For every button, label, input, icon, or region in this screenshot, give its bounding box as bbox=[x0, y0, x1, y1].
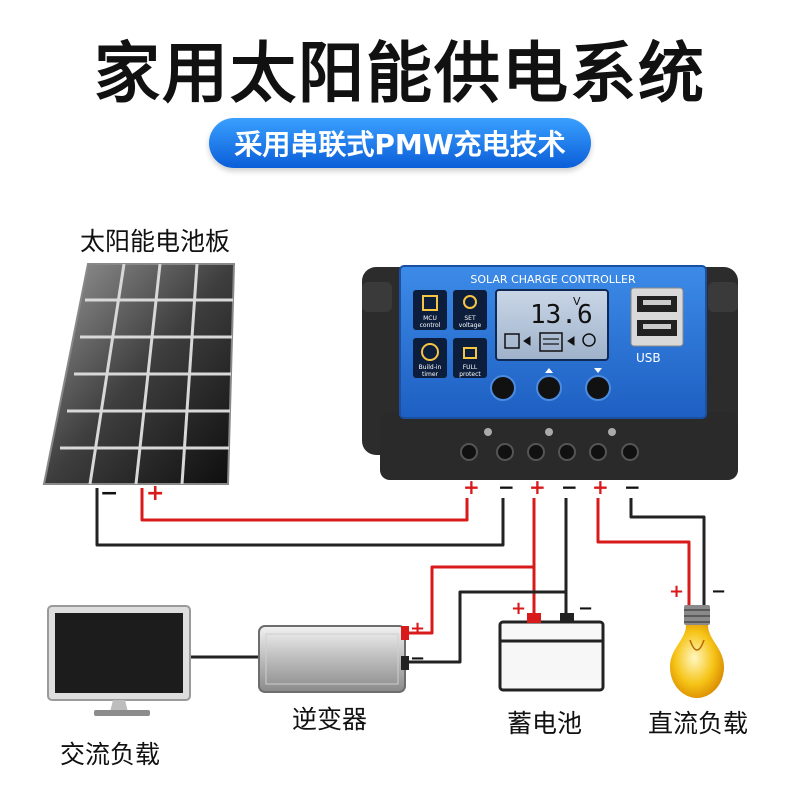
down-button[interactable] bbox=[585, 375, 611, 401]
inverter-label: 逆变器 bbox=[292, 705, 368, 734]
usb-ports bbox=[630, 287, 684, 347]
inverter-positive-wire bbox=[406, 498, 536, 635]
up-button[interactable] bbox=[536, 375, 562, 401]
inverter-negative-wire bbox=[406, 498, 568, 664]
svg-text:FULL: FULL bbox=[463, 364, 478, 371]
mcu-indicator: MCU control bbox=[413, 290, 447, 330]
svg-text:protect: protect bbox=[459, 371, 481, 378]
pv-minus: − bbox=[498, 475, 515, 499]
svg-text:Build-in: Build-in bbox=[419, 364, 442, 371]
dc-load-label: 直流负载 bbox=[648, 709, 749, 738]
solar-panel-label: 太阳能电池板 bbox=[80, 227, 231, 256]
bat-minus: − bbox=[561, 475, 578, 499]
pv-positive-wire bbox=[140, 488, 469, 522]
lcd-value: 13.6 bbox=[530, 300, 593, 330]
ac-load-monitor bbox=[47, 605, 191, 716]
pv-negative-wire bbox=[95, 488, 505, 547]
load-plus: + bbox=[592, 475, 609, 499]
menu-button[interactable] bbox=[490, 375, 516, 401]
dc-load-bulb bbox=[670, 605, 724, 698]
ac-load-label: 交流负载 bbox=[60, 740, 161, 769]
panel-plus: + bbox=[146, 481, 164, 506]
bat-plus: + bbox=[529, 475, 546, 499]
terminal-screws bbox=[460, 443, 639, 461]
timer-indicator: Build-in timer bbox=[413, 338, 447, 378]
bulb-plus: + bbox=[669, 581, 684, 602]
load-positive-wire bbox=[596, 498, 691, 605]
load-negative-wire bbox=[629, 498, 706, 605]
subtitle-text: 采用串联式PMW充电技术 bbox=[234, 128, 566, 161]
pv-plus: + bbox=[463, 475, 480, 499]
svg-text:timer: timer bbox=[422, 371, 439, 378]
svg-text:voltage: voltage bbox=[459, 322, 482, 329]
inverter bbox=[258, 625, 409, 693]
inverter-minus: − bbox=[410, 648, 425, 669]
battery bbox=[498, 613, 605, 692]
battery-plus: + bbox=[511, 598, 526, 619]
inverter-plus: + bbox=[410, 618, 425, 639]
lcd-flow-icons bbox=[504, 332, 596, 352]
svg-text:MCU: MCU bbox=[423, 315, 437, 322]
wires bbox=[95, 488, 706, 664]
battery-label: 蓄电池 bbox=[507, 709, 583, 738]
subtitle-pill: 采用串联式PMW充电技术 bbox=[209, 118, 591, 168]
lcd-unit: V bbox=[573, 295, 581, 308]
svg-text:control: control bbox=[420, 322, 441, 329]
load-minus: − bbox=[624, 475, 641, 499]
page-title: 家用太阳能供电系统 bbox=[94, 35, 706, 112]
set-voltage-indicator: SET voltage bbox=[453, 290, 487, 330]
solar-panel bbox=[42, 263, 236, 485]
panel-minus: − bbox=[100, 481, 118, 506]
terminal-markers bbox=[484, 428, 616, 436]
controller-name: SOLAR CHARGE CONTROLLER bbox=[470, 273, 636, 286]
battery-minus: − bbox=[578, 598, 593, 619]
usb-label: USB bbox=[636, 351, 661, 365]
bulb-minus: − bbox=[711, 581, 726, 602]
charge-controller: SOLAR CHARGE CONTROLLER 13.6 V MCU contr… bbox=[362, 265, 738, 480]
svg-text:SET: SET bbox=[464, 315, 476, 322]
protect-indicator: FULL protect bbox=[453, 338, 487, 378]
